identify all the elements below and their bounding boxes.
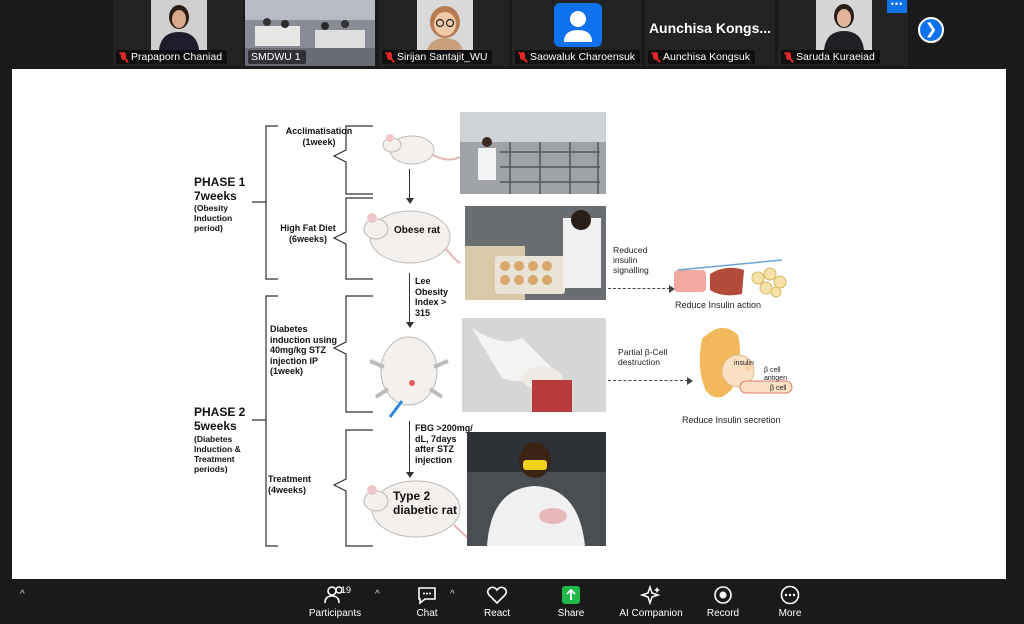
- participants-icon: 19: [300, 585, 370, 605]
- obese-rat-illustration: [363, 210, 461, 264]
- obese-rat-label: Obese rat: [394, 225, 441, 236]
- participant-name-display: Aunchisa Kongs...: [648, 20, 772, 36]
- participant-name-label: Saruda Kuraeiad: [781, 50, 880, 64]
- participant-name-label: Saowaluk Charoensuk: [515, 50, 641, 64]
- step-treatment: Treatment (4weeks): [268, 474, 312, 495]
- share-button[interactable]: Share: [536, 585, 606, 619]
- phase1-title: PHASE 1: [194, 175, 246, 189]
- phase2-title: PHASE 2: [194, 405, 246, 419]
- phase1-duration: 7weeks: [194, 189, 237, 203]
- participants-count: 19: [341, 585, 352, 595]
- phase2-subtitle: (Diabetes Induction & Treatment periods): [194, 434, 241, 475]
- mic-muted-icon: [518, 51, 527, 63]
- phase1-subtitle: (Obesity Induction period): [194, 203, 233, 234]
- participant-tile[interactable]: Saowaluk Charoensuk: [512, 0, 642, 66]
- insulin-label: insulin: [734, 360, 754, 367]
- lab-photo-treatment: [467, 432, 606, 546]
- chat-icon: [392, 585, 462, 605]
- lab-photo-acclimatisation: [460, 112, 606, 194]
- mic-muted-icon: [784, 51, 793, 63]
- participant-name-label: Aunchisa Kongsuk: [648, 50, 755, 64]
- mic-muted-icon: [119, 51, 128, 63]
- more-button[interactable]: More: [755, 585, 825, 619]
- participant-tile[interactable]: Aunchisa Kongs... Aunchisa Kongsuk: [645, 0, 775, 66]
- participant-gallery: Prapaporn Chaniad SMDWU 1: [113, 0, 908, 68]
- effect-partial-beta-cell-destruction: Partial β-Cell destruction: [618, 347, 668, 367]
- insulin-action-illustration: [674, 259, 787, 298]
- step-diabetes-induction: Diabetes induction using 40mg/kg STZ inj…: [270, 324, 337, 377]
- heart-icon: [462, 585, 532, 605]
- beta-cell-illustration: [699, 327, 793, 398]
- mic-muted-icon: [651, 51, 660, 63]
- mic-muted-icon: [385, 51, 394, 63]
- step-acclimatisation: Acclimatisation (1week): [285, 126, 353, 147]
- beta-cell-label: β cell: [764, 367, 781, 374]
- participant-name-label: Sirijan Santajit_WU: [382, 50, 493, 64]
- next-page-button[interactable]: ❯: [918, 17, 944, 43]
- rat-illustration-1: [382, 134, 461, 165]
- step-high-fat-diet: High Fat Diet (6weeks): [280, 223, 336, 244]
- type2-rat-label: Type 2 diabetic rat: [393, 489, 458, 518]
- phase-brackets: [252, 125, 373, 547]
- lab-photo-stz-injection: [462, 318, 606, 412]
- reduce-insulin-secretion-label: Reduce Insulin secretion: [682, 415, 781, 425]
- meeting-toolbar: eo ^ 19 Participants ^ Chat ^ React: [0, 579, 1024, 624]
- record-button[interactable]: Record: [688, 585, 758, 619]
- research-figure: PHASE 1 7weeks (Obesity Induction period…: [12, 69, 1006, 579]
- arrow-down: [405, 421, 414, 478]
- participant-tile[interactable]: Saruda Kuraeiad: [778, 0, 908, 66]
- video-options-caret[interactable]: ^: [20, 589, 25, 600]
- participant-avatar: [417, 0, 473, 50]
- criteria-fbg: FBG >200mg/ dL, 7days after STZ injectio…: [415, 423, 473, 465]
- chat-button[interactable]: Chat: [392, 585, 462, 619]
- effect-reduced-insulin-signalling: Reduced insulin signalling: [613, 245, 649, 275]
- participant-name-label: SMDWU 1: [248, 50, 306, 64]
- record-icon: [688, 585, 758, 605]
- lab-photo-high-fat-diet: [465, 206, 606, 300]
- video-off-icon: [0, 585, 12, 605]
- participant-name-label: Prapaporn Chaniad: [116, 50, 228, 64]
- participants-button[interactable]: 19 Participants: [300, 585, 370, 619]
- default-avatar-icon: [554, 3, 602, 47]
- shared-screen: PHASE 1 7weeks (Obesity Induction period…: [12, 69, 1006, 579]
- phase2-duration: 5weeks: [194, 419, 237, 433]
- ai-companion-button[interactable]: AI Companion: [608, 584, 694, 619]
- dashed-arrow: [608, 284, 675, 293]
- participants-options-caret[interactable]: ^: [375, 589, 380, 600]
- share-screen-icon: [536, 585, 606, 605]
- arrow-down: [405, 273, 414, 328]
- gallery-options-button[interactable]: •••: [887, 0, 907, 13]
- reduce-insulin-action-label: Reduce Insulin action: [675, 300, 762, 310]
- participant-tile[interactable]: Prapaporn Chaniad: [113, 0, 243, 66]
- antigen-label: antigen: [764, 375, 787, 382]
- participant-photo: [151, 0, 207, 50]
- participant-photo: [816, 0, 872, 50]
- beta-cell-label-2: β cell: [770, 385, 787, 392]
- video-button[interactable]: eo: [0, 585, 12, 619]
- chat-options-caret[interactable]: ^: [450, 589, 455, 600]
- react-button[interactable]: React: [462, 585, 532, 619]
- participant-tile-active[interactable]: SMDWU 1: [245, 0, 375, 66]
- more-dots-icon: [755, 585, 825, 605]
- sparkle-icon: [608, 584, 694, 606]
- rat-injection-illustration: [369, 336, 449, 418]
- arrow-down: [405, 169, 414, 204]
- participant-tile[interactable]: Sirijan Santajit_WU: [379, 0, 509, 66]
- dashed-arrow: [608, 376, 693, 385]
- type2-rat-illustration: [363, 480, 471, 540]
- criteria-lee-index: Lee Obesity Index > 315: [415, 276, 449, 318]
